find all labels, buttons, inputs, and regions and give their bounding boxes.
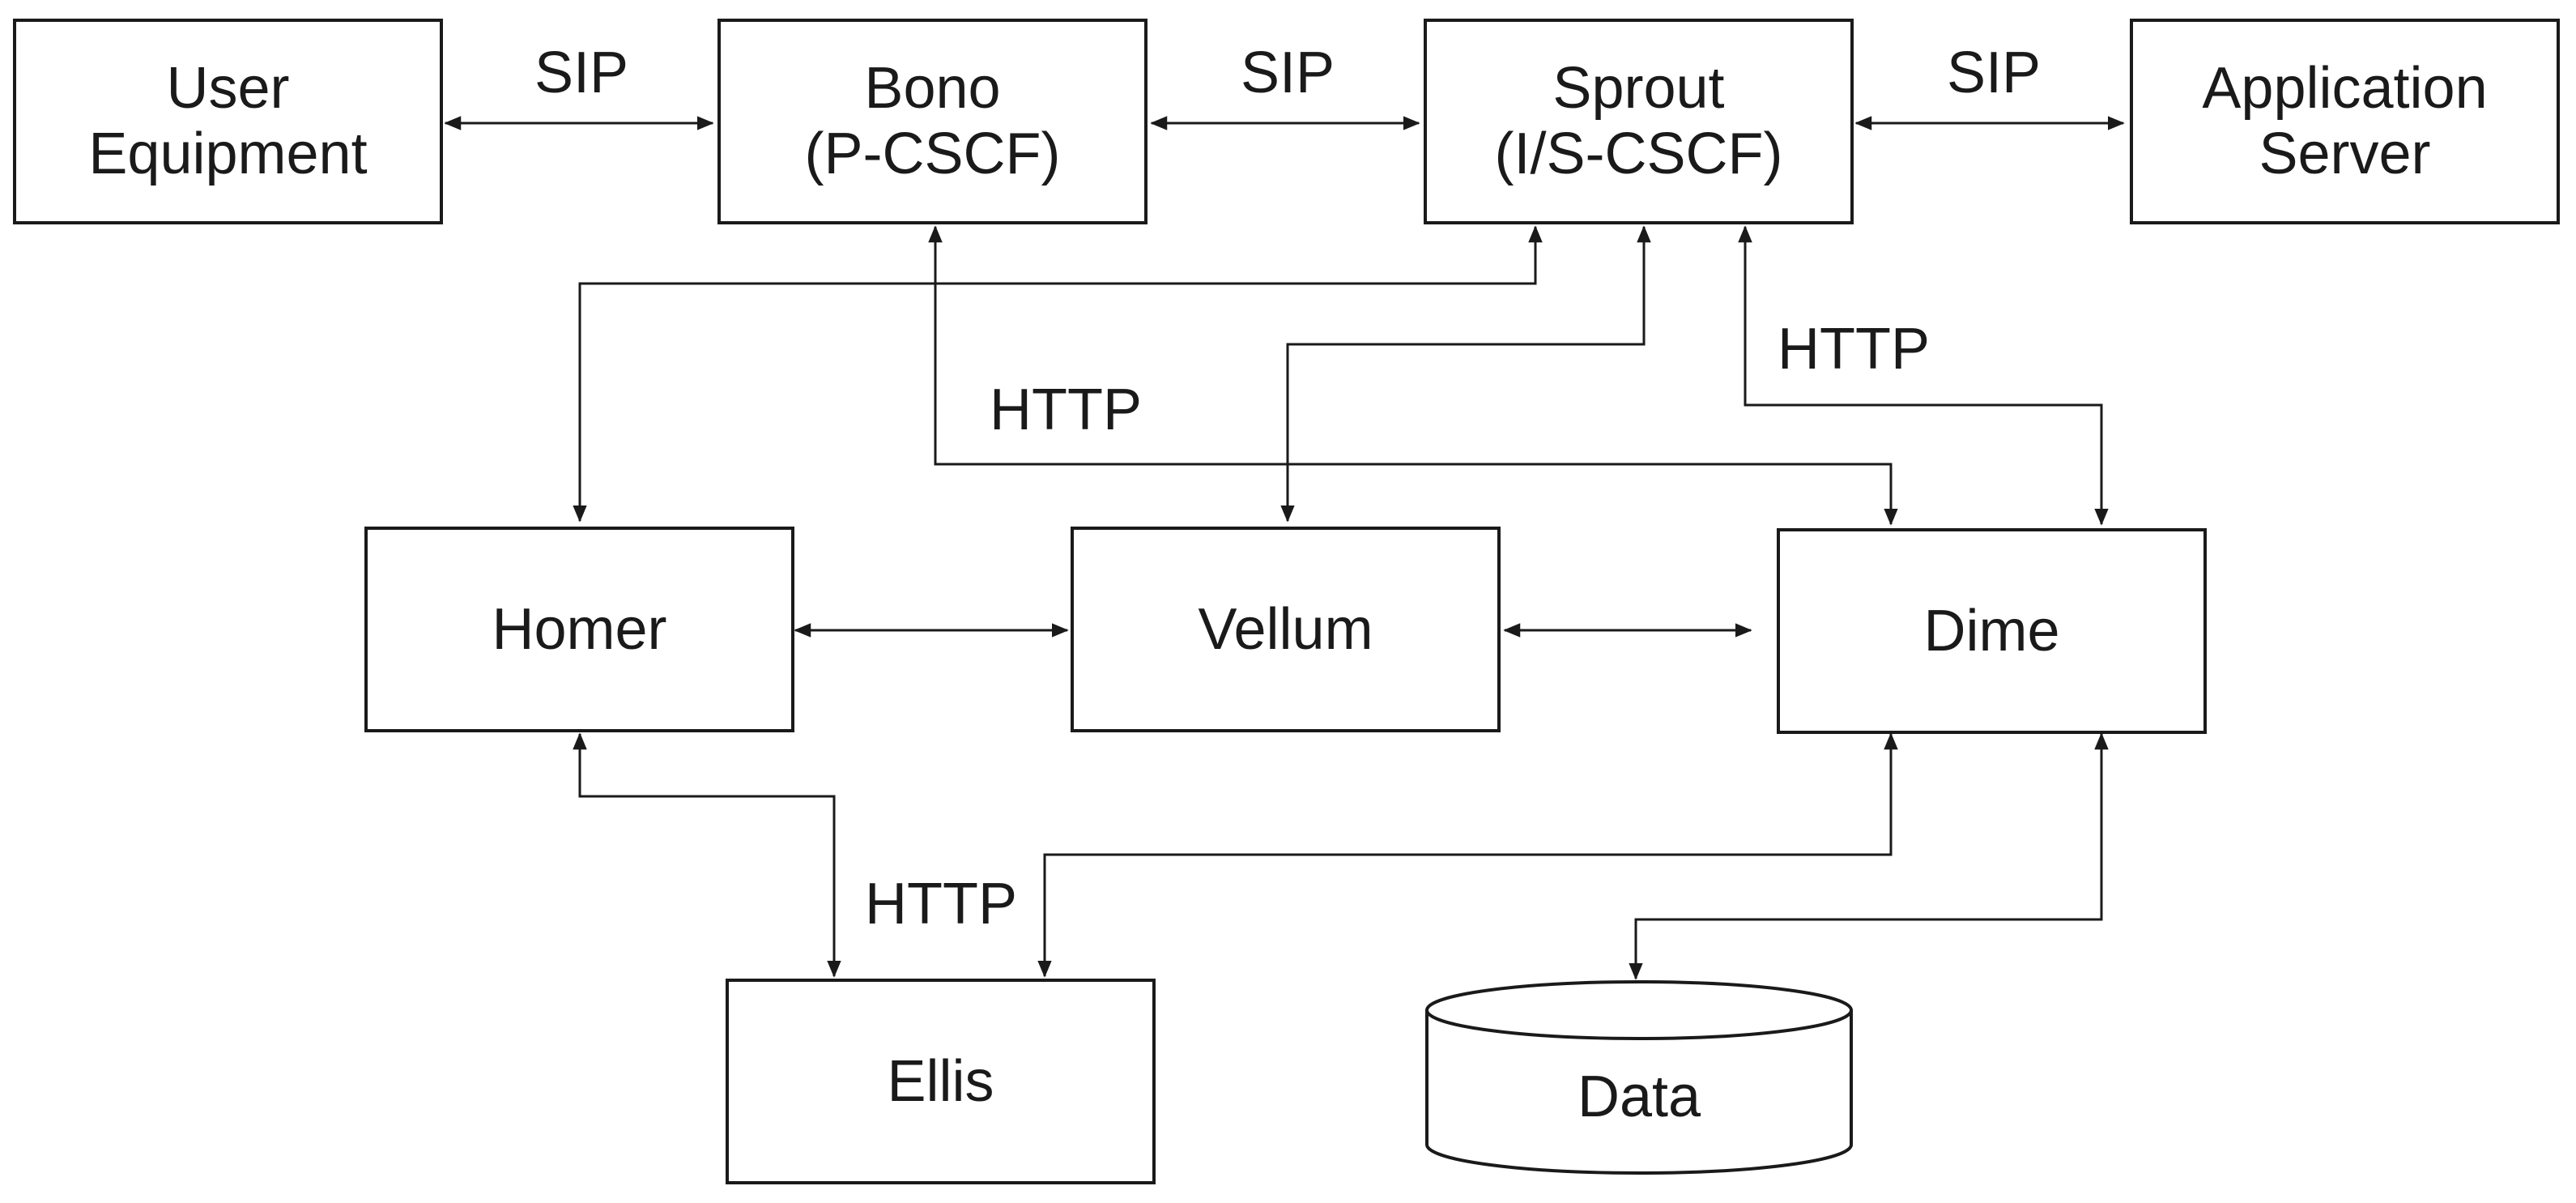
application-server-box: Application Server: [2130, 19, 2560, 224]
vellum-label: Vellum: [1198, 596, 1373, 662]
ellis-box: Ellis: [726, 979, 1156, 1184]
ellis-label: Ellis: [887, 1048, 994, 1114]
ue-bono-protocol-label: SIP: [534, 41, 629, 105]
homer-ellis-connector: [573, 732, 841, 978]
application-server-label-line2: Server: [2259, 122, 2431, 186]
sprout-label-line1: Sprout: [1552, 56, 1725, 122]
homer-box: Homer: [364, 527, 794, 732]
bono-label-line2: (P-CSCF): [804, 122, 1061, 186]
bono-dime-connector: [928, 225, 1898, 526]
sprout-box: Sprout (I/S-CSCF): [1424, 19, 1854, 224]
sprout-vellum-connector: [1280, 225, 1651, 523]
sprout-dime-protocol-label: HTTP: [1778, 317, 1930, 382]
dime-box: Dime: [1777, 528, 2207, 734]
bono-dime-protocol-label: HTTP: [990, 378, 1142, 442]
user-equipment-label-line2: Equipment: [88, 122, 368, 186]
ellis-dime-protocol-label: HTTP: [865, 872, 1017, 936]
data-store-label: Data: [1577, 1064, 1701, 1129]
bono-label-line1: Bono: [864, 56, 1001, 122]
user-equipment-box: User Equipment: [13, 19, 443, 224]
sprout-as-protocol-label: SIP: [1947, 41, 2042, 105]
user-equipment-label-line1: User: [166, 56, 290, 122]
dime-data-connector: [1629, 732, 2109, 980]
bono-box: Bono (P-CSCF): [717, 19, 1147, 224]
sprout-dime-connector: [1738, 225, 2109, 526]
dime-label: Dime: [1923, 598, 2060, 663]
sprout-homer-connector: [573, 225, 1543, 523]
homer-label: Homer: [492, 596, 667, 662]
dime-ellis-connector: [1037, 732, 1898, 978]
bono-sprout-protocol-label: SIP: [1241, 41, 1335, 105]
application-server-label-line1: Application: [2202, 56, 2488, 122]
vellum-box: Vellum: [1071, 527, 1501, 732]
data-store-shape: [1425, 980, 1853, 1175]
sprout-label-line2: (I/S-CSCF): [1494, 122, 1783, 186]
